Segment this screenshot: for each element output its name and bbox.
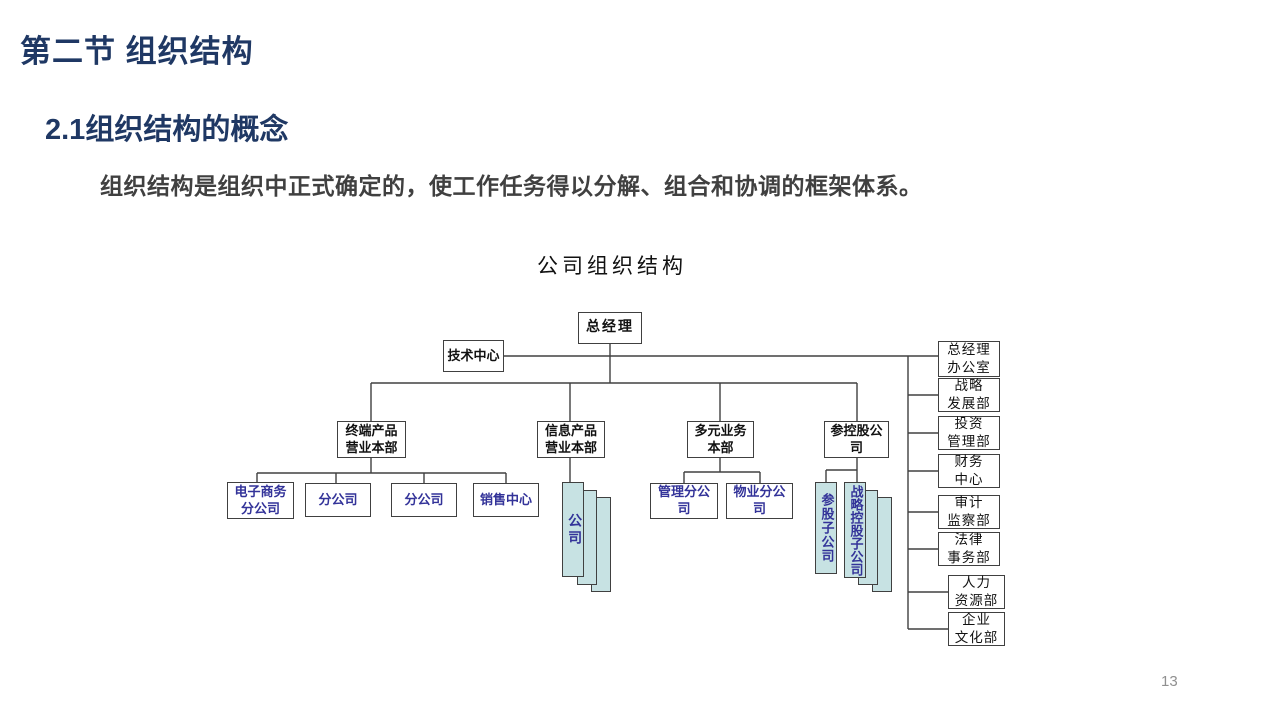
org-node-investment-management-dept: 投资 管理部 [938,416,1000,450]
right-column-connector-lines [907,356,948,630]
org-node-property-branch: 物业分公 司 [726,483,793,519]
org-node-technology-center: 技术中心 [443,340,504,372]
org-node-management-branch: 管理分公 司 [650,483,718,519]
page-number: 13 [1161,673,1178,690]
tree-connector-lines [256,344,938,484]
org-node-strategy-development-dept: 战略 发展部 [938,378,1000,412]
org-node-information-products-division: 信息产品 营业本部 [537,421,605,458]
org-node-finance-center: 财务 中心 [938,454,1000,488]
org-node-sales-center: 销售中心 [473,483,539,517]
org-node-equity-subsidiary: 参股子公司 [815,482,837,574]
body-text: 组织结构是组织中正式确定的，使工作任务得以分解、组合和协调的框架体系。 [100,173,923,199]
org-node-audit-supervision-dept: 审计 监察部 [938,495,1000,529]
org-node-ecommerce-branch: 电子商务 分公司 [227,482,294,519]
org-node-company-stack: 公司 [562,482,584,577]
org-node-general-manager: 总经理 [578,312,642,344]
org-node-branch-company-1: 分公司 [305,483,371,517]
org-node-strategic-holding-subsidiary: 战略控股子公司 [844,482,866,578]
org-node-corporate-culture-dept: 企业 文化部 [948,612,1005,646]
section-title: 第二节 组织结构 [20,34,254,69]
org-chart-title: 公司组织结构 [537,254,687,278]
subsection-title: 2.1组织结构的概念 [45,114,289,146]
org-node-legal-affairs-dept: 法律 事务部 [938,532,1000,566]
org-node-terminal-products-division: 终端产品 营业本部 [337,421,406,458]
org-node-human-resources-dept: 人力 资源部 [948,575,1005,609]
org-node-diversified-business-division: 多元业务 本部 [687,421,754,458]
org-node-gm-office: 总经理 办公室 [938,341,1000,377]
org-node-branch-company-2: 分公司 [391,483,457,517]
org-node-holding-companies: 参控股公 司 [824,421,889,458]
